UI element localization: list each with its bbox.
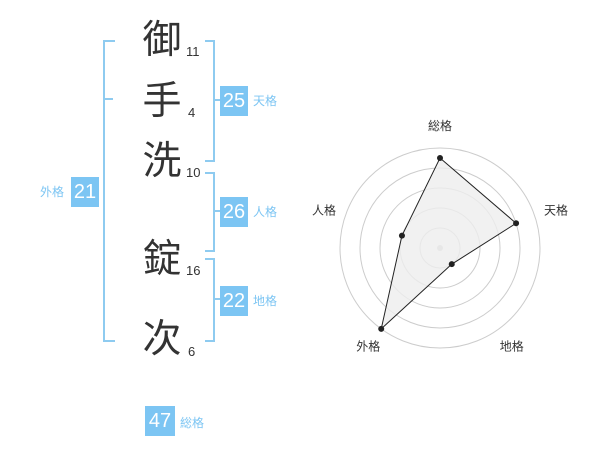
radar-axis-label-1: 総格	[428, 118, 452, 133]
so-value-badge: 47	[145, 406, 175, 436]
chi-label: 地格	[253, 294, 278, 308]
outer-bracket-tick	[103, 98, 113, 100]
radar-point-5	[398, 232, 405, 239]
stroke-count-1: 11	[186, 44, 200, 59]
ten-bracket-tick	[213, 99, 221, 101]
stroke-count-2: 4	[188, 105, 196, 120]
so-label: 総格	[180, 416, 205, 430]
radar-axis-label-5: 人格	[312, 202, 336, 217]
gai-value-badge: 21	[71, 177, 99, 207]
stroke-count-5: 6	[188, 344, 196, 359]
jin-bracket-tick	[213, 210, 221, 212]
radar-axis-label-4: 外格	[356, 339, 380, 354]
chi-value-badge: 22	[220, 286, 248, 316]
radar-point-1	[437, 155, 443, 161]
name-char-1: 御	[142, 18, 182, 63]
name-char-2: 手	[142, 79, 182, 124]
ten-value-badge: 25	[220, 86, 248, 116]
chi-bracket-tick	[213, 298, 221, 300]
outer-bracket	[103, 40, 115, 342]
jin-label: 人格	[253, 205, 278, 219]
radar-point-4	[378, 325, 385, 332]
radar-point-3	[448, 261, 455, 268]
radar-series-shape	[380, 157, 517, 331]
jin-value-badge: 26	[220, 197, 248, 227]
ten-label: 天格	[253, 94, 278, 108]
name-char-3: 洗	[142, 139, 182, 184]
radar-grid-ring	[339, 147, 541, 349]
gai-label: 外格	[40, 185, 65, 199]
radar-point-2	[513, 220, 520, 227]
stroke-count-3: 10	[186, 165, 201, 180]
ten-bracket	[205, 40, 215, 162]
stroke-count-4: 16	[186, 263, 201, 278]
radar-axis-label-2: 天格	[544, 202, 568, 217]
name-char-4: 錠	[142, 237, 182, 282]
radar-axis-label-3: 地格	[500, 339, 524, 354]
name-char-5: 次	[142, 317, 182, 362]
chi-bracket	[205, 258, 215, 342]
jin-bracket	[205, 172, 215, 252]
